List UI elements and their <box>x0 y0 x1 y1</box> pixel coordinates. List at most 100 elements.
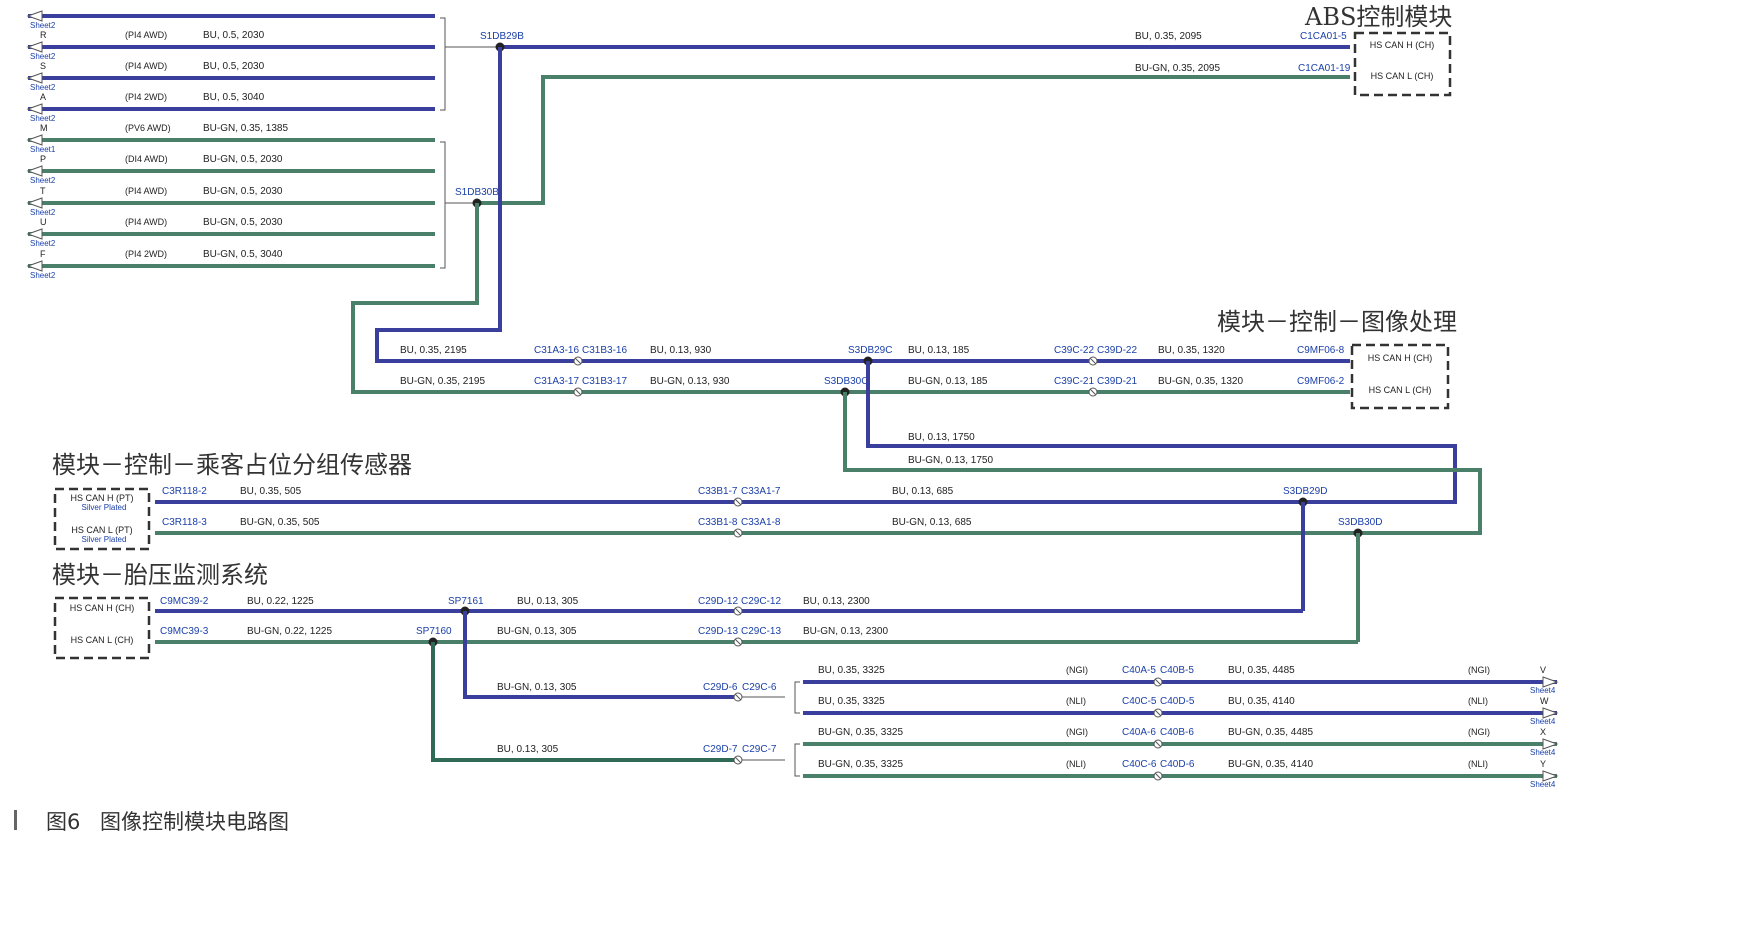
image-pin-h: HS CAN H (CH) <box>1368 353 1433 363</box>
connector-label: C29D-12 <box>698 596 738 607</box>
row-option: (PI4 2WD) <box>125 249 167 259</box>
occupant-module-box <box>53 487 151 551</box>
row-option: (PI4 AWD) <box>125 186 167 196</box>
branch-wire <box>431 642 738 762</box>
connector-label: C31A3-17 <box>534 376 579 387</box>
row-option: (NLI) <box>1468 696 1488 706</box>
occupant-sub: Silver Plated <box>82 535 127 544</box>
connector-mark <box>1089 357 1097 365</box>
row-letter: U <box>40 217 47 227</box>
sheet-label: Sheet2 <box>30 176 56 185</box>
row-option: (NLI) <box>1468 759 1488 769</box>
splice-label: S1DB29B <box>480 31 524 42</box>
image-module-title: 模块－控制－图像处理 <box>1217 308 1457 336</box>
row-option: (NGI) <box>1066 727 1088 737</box>
connector-mark <box>734 693 742 701</box>
abs-pin-h: HS CAN H (CH) <box>1370 40 1435 50</box>
connector-label: C29D-7 <box>703 744 738 755</box>
row-option: (NGI) <box>1468 727 1490 737</box>
connector-mark <box>734 607 742 615</box>
image-can-l-wire <box>351 203 1350 394</box>
connector-mark <box>574 357 582 365</box>
connector-label: C40A-5 <box>1122 665 1156 676</box>
wire-spec: BU-GN, 0.13, 305 <box>497 626 577 637</box>
row-letter: Y <box>1540 759 1546 769</box>
connector-label: C40C-6 <box>1122 759 1157 770</box>
branch-wire <box>463 611 738 699</box>
row-letter: P <box>40 154 46 164</box>
connector-label: C39C-21 <box>1054 376 1094 387</box>
wire-spec: BU, 0.35, 4140 <box>1228 696 1295 707</box>
sheet-arrow-icon <box>26 72 43 84</box>
wire-spec: BU, 0.35, 2195 <box>400 345 467 356</box>
occupant-title: 模块－控制－乘客占位分组传感器 <box>52 451 412 479</box>
row-option: (PI4 AWD) <box>125 30 167 40</box>
connector-mark <box>1154 740 1162 748</box>
connector-label: C29C-13 <box>741 626 781 637</box>
wire-spec: BU-GN, 0.35, 4140 <box>1228 759 1313 770</box>
row-spec: BU-GN, 0.5, 2030 <box>203 217 283 228</box>
connector-mark <box>1154 709 1162 717</box>
sheet-arrow-icon <box>26 260 43 272</box>
connector-label: C40D-5 <box>1160 696 1195 707</box>
splice-label: S3DB29D <box>1283 486 1327 497</box>
sheet-arrow-icon <box>26 10 43 22</box>
wire-spec: BU-GN, 0.13, 185 <box>908 376 988 387</box>
row-letter: F <box>40 249 46 259</box>
wire-spec: BU, 0.35, 2095 <box>1135 31 1202 42</box>
connector-label: C29C-12 <box>741 596 781 607</box>
sheet-arrow-icon <box>26 41 43 53</box>
row-option: (NLI) <box>1066 696 1086 706</box>
wire-spec: BU, 0.13, 305 <box>497 744 559 755</box>
connector-label: C9MC39-2 <box>160 596 209 607</box>
sheet-label: Sheet2 <box>30 114 56 123</box>
connector-label: C29C-7 <box>742 744 777 755</box>
connector-label: C29C-6 <box>742 682 777 693</box>
sheet-label: Sheet2 <box>30 271 56 280</box>
wire-spec: BU, 0.22, 1225 <box>247 596 314 607</box>
row-option: (PI4 2WD) <box>125 92 167 102</box>
image-module-box <box>1350 343 1450 410</box>
sheet-label: Sheet4 <box>1530 686 1556 695</box>
image-pin-l: HS CAN L (CH) <box>1369 385 1432 395</box>
connector-label: C3R118-2 <box>162 486 207 497</box>
sheet-label: Sheet4 <box>1530 780 1556 789</box>
connector-label: C9MF06-8 <box>1297 345 1345 356</box>
occupant-sub: Silver Plated <box>82 503 127 512</box>
splice-label: S3DB30D <box>1338 517 1382 528</box>
connector-label: C3R118-3 <box>162 517 207 528</box>
connector-label: C1CA01-19 <box>1298 63 1351 74</box>
abs-module-box <box>1353 31 1452 97</box>
sheet-arrow-icon <box>26 165 43 177</box>
wire-spec: BU, 0.13, 1750 <box>908 432 975 443</box>
sheet-label: Sheet4 <box>1530 717 1556 726</box>
row-spec: BU, 0.5, 2030 <box>203 30 265 41</box>
sheet-arrow-icon <box>1542 707 1559 719</box>
row-letter: S <box>40 61 46 71</box>
connector-mark <box>734 529 742 537</box>
wire-spec: BU, 0.13, 185 <box>908 345 970 356</box>
sheet-label: Sheet2 <box>30 83 56 92</box>
connector-label: C31B3-16 <box>582 345 627 356</box>
wire-spec: BU, 0.13, 685 <box>892 486 954 497</box>
row-letter: M <box>40 123 48 133</box>
image-drop-h <box>866 361 1457 504</box>
wire-spec: BU, 0.35, 4485 <box>1228 665 1295 676</box>
row-letter: R <box>40 30 47 40</box>
connector-label: C40A-6 <box>1122 727 1156 738</box>
abs-pin-l: HS CAN L (CH) <box>1371 71 1434 81</box>
connector-label: C33A1-7 <box>741 486 781 497</box>
connector-mark <box>1154 772 1162 780</box>
row-option: (NGI) <box>1066 665 1088 675</box>
tpms-pin-h: HS CAN H (CH) <box>70 603 135 613</box>
row-spec: BU, 0.5, 2030 <box>203 61 265 72</box>
wire-spec: BU-GN, 0.35, 505 <box>240 517 320 528</box>
row-letter: V <box>1540 665 1546 675</box>
row-spec: BU-GN, 0.5, 2030 <box>203 186 283 197</box>
row-option: (PI4 AWD) <box>125 217 167 227</box>
connector-label: C9MC39-3 <box>160 626 209 637</box>
row-option: (NLI) <box>1066 759 1086 769</box>
sheet-label: Sheet4 <box>1530 748 1556 757</box>
caption-bar <box>14 810 17 830</box>
wire-spec: BU, 0.13, 930 <box>650 345 712 356</box>
